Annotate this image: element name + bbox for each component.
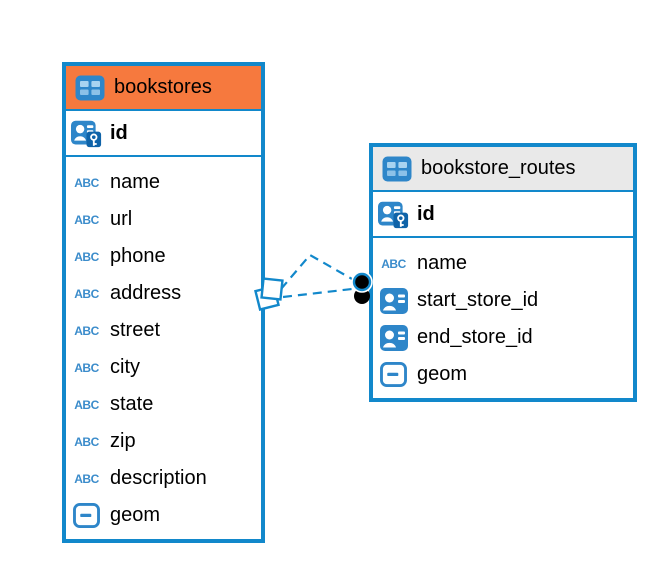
geometry-icon [378, 362, 409, 387]
column-row[interactable]: ABC city [66, 349, 261, 386]
column-row[interactable]: start_store_id [373, 282, 633, 319]
text-abc-icon: ABC [74, 434, 99, 449]
column-row[interactable]: ABC description [66, 460, 261, 497]
text-abc-icon: ABC [381, 256, 406, 271]
column-row[interactable]: geom [373, 356, 633, 393]
relation-line-2[interactable] [282, 287, 353, 299]
text-abc-icon: ABC [74, 249, 99, 264]
column-row[interactable]: geom [66, 497, 261, 534]
person-ref-icon [378, 325, 409, 351]
column-row-id[interactable]: id [373, 192, 633, 238]
table-title: bookstores [114, 76, 212, 98]
text-abc-icon: ABC [74, 212, 99, 227]
column-name: city [110, 356, 140, 378]
column-row[interactable]: ABC url [66, 201, 261, 238]
text-abc-icon: ABC [74, 360, 99, 375]
column-name: url [110, 208, 133, 230]
column-name: description [110, 467, 207, 489]
table-bookstores[interactable]: bookstores id ABC name ABC url ABC phone… [62, 62, 265, 543]
person-ref-icon [378, 288, 409, 314]
column-row[interactable]: ABC street [66, 312, 261, 349]
column-row[interactable]: ABC phone [66, 238, 261, 275]
column-row[interactable]: ABC zip [66, 423, 261, 460]
person-key-icon [71, 118, 102, 149]
text-abc-icon: ABC [74, 397, 99, 412]
text-abc-icon: ABC [74, 175, 99, 190]
column-row[interactable]: ABC state [66, 386, 261, 423]
geometry-icon [71, 503, 102, 528]
column-row[interactable]: ABC name [373, 245, 633, 282]
column-name: geom [110, 504, 161, 526]
column-name: id [417, 202, 435, 225]
table-header-bookstore-routes[interactable]: bookstore_routes [373, 147, 633, 192]
table-header-bookstores[interactable]: bookstores [66, 66, 261, 111]
table-title: bookstore_routes [421, 157, 576, 179]
table-bookstore-routes[interactable]: bookstore_routes id ABC name start_store… [369, 143, 637, 402]
column-name: start_store_id [417, 289, 539, 311]
column-row[interactable]: ABC address [66, 275, 261, 312]
table-icon [381, 156, 412, 182]
text-abc-icon: ABC [74, 471, 99, 486]
relation-line-1[interactable] [280, 253, 353, 290]
column-list: ABC name start_store_id end_store_id ge [373, 238, 633, 398]
column-name: street [110, 319, 161, 341]
column-row-id[interactable]: id [66, 111, 261, 157]
column-name: state [110, 393, 154, 415]
column-name: phone [110, 245, 166, 267]
column-name: address [110, 282, 182, 304]
column-name: id [110, 121, 128, 144]
column-name: end_store_id [417, 326, 533, 348]
column-name: zip [110, 430, 136, 452]
column-list: ABC name ABC url ABC phone ABC address A… [66, 157, 261, 539]
column-name: name [417, 252, 468, 274]
column-name: geom [417, 363, 468, 385]
column-row[interactable]: ABC name [66, 164, 261, 201]
column-name: name [110, 171, 161, 193]
person-key-icon [378, 199, 409, 230]
column-row[interactable]: end_store_id [373, 319, 633, 356]
table-icon [74, 75, 105, 101]
text-abc-icon: ABC [74, 286, 99, 301]
text-abc-icon: ABC [74, 323, 99, 338]
